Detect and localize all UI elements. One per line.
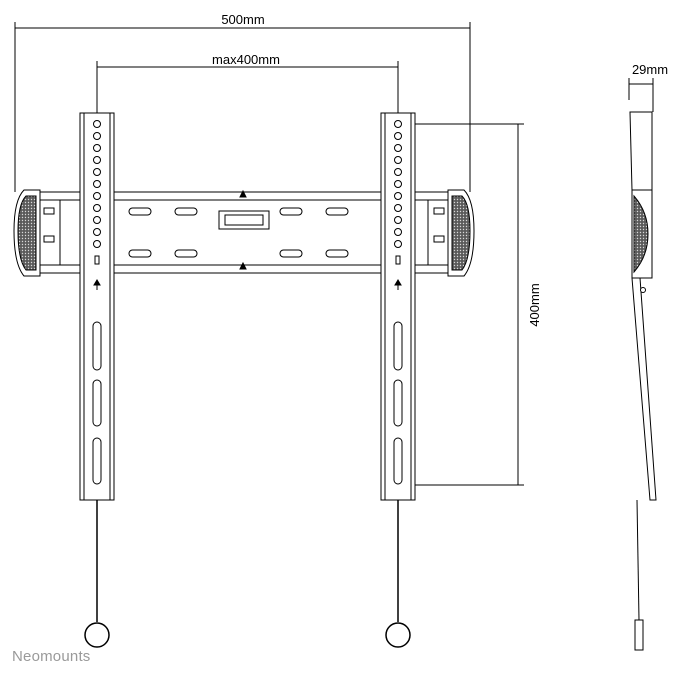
depth-dimension-label: 29mm <box>632 62 668 77</box>
right-safety-cord <box>385 500 411 648</box>
side-view <box>629 111 657 651</box>
left-safety-cord <box>84 500 110 648</box>
width-dimension <box>14 22 471 192</box>
left-arm <box>79 112 115 501</box>
width-dimension-label: 500mm <box>221 12 264 27</box>
right-arm-holes <box>393 120 403 485</box>
brand-logo: Neomounts <box>12 648 91 665</box>
left-arm-holes <box>92 120 102 485</box>
hole-spacing-width-label: max400mm <box>212 52 280 67</box>
hole-spacing-height-label: 400mm <box>527 283 542 326</box>
hole-spacing-height-dimension <box>410 123 524 486</box>
right-end-cap <box>447 189 475 277</box>
right-arm <box>380 112 416 501</box>
hole-spacing-width-dimension <box>96 61 399 122</box>
left-end-cap <box>13 189 41 277</box>
depth-dimension <box>628 78 654 112</box>
bracket-slots <box>128 207 349 258</box>
